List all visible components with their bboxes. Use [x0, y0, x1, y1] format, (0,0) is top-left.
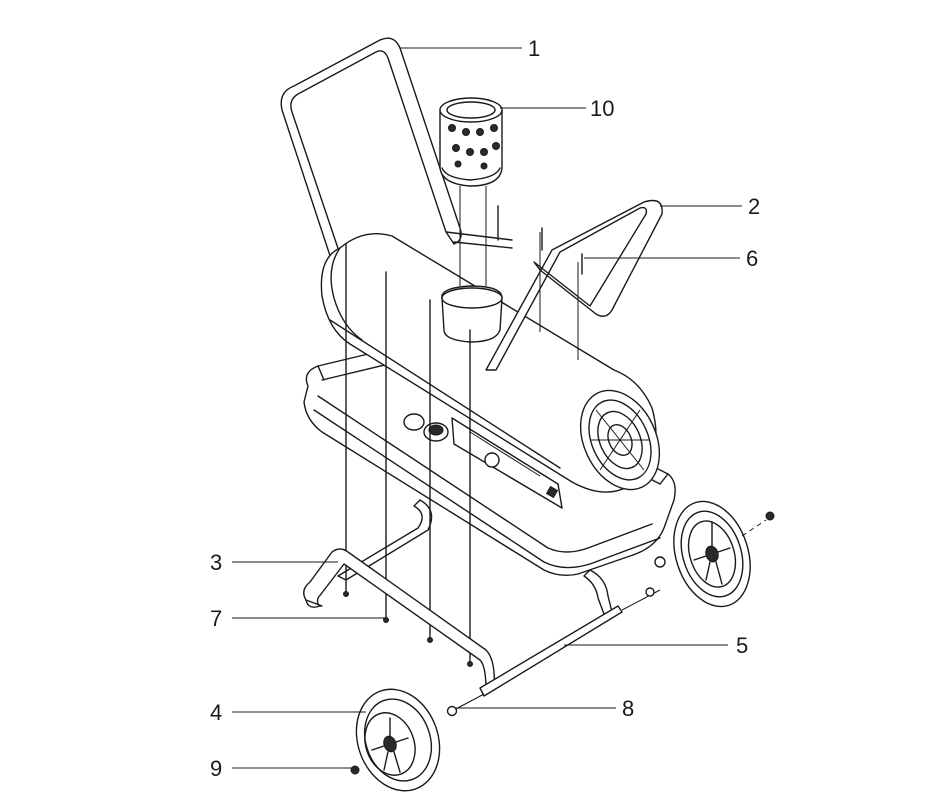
callout-7: 7: [210, 606, 222, 631]
callout-6: 6: [746, 246, 758, 271]
bolts: [343, 205, 583, 667]
callout-8: 8: [622, 696, 634, 721]
callout-2: 2: [748, 194, 760, 219]
callout-3: 3: [210, 550, 222, 575]
combustion-chamber-part: [439, 97, 503, 286]
front-leg-part: [303, 548, 496, 691]
rear-handle-part: [485, 199, 663, 371]
callout-10: 10: [590, 96, 614, 121]
callout-4: 4: [210, 700, 222, 725]
callout-1: 1: [528, 36, 540, 61]
callout-5: 5: [736, 633, 748, 658]
leader-lines: [232, 47, 742, 769]
wheel-left: [350, 556, 666, 792]
wheel-right: [673, 500, 775, 608]
heater-cylinder: [320, 233, 661, 509]
callout-9: 9: [210, 756, 222, 781]
